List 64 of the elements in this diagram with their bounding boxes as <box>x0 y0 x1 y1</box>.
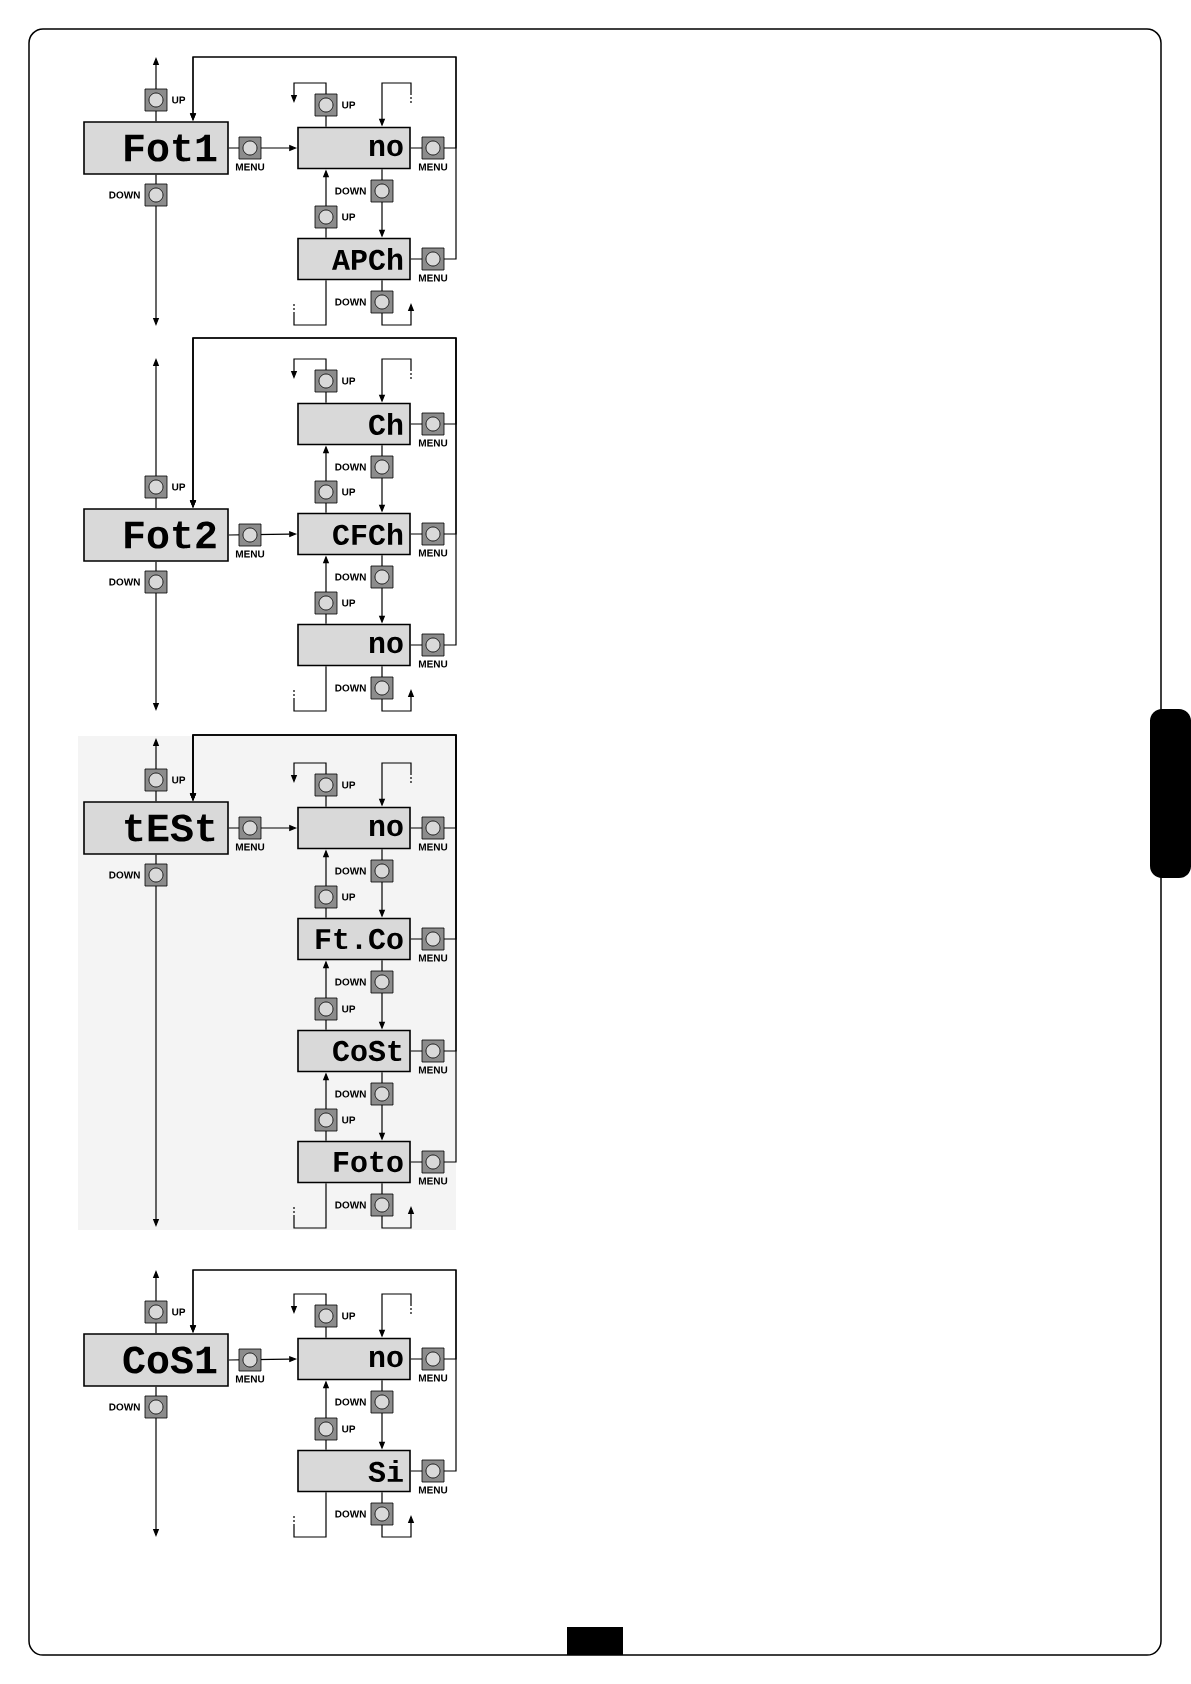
connector-line <box>293 1182 327 1229</box>
button-label: UP <box>342 213 356 221</box>
button-label: MENU <box>418 163 448 171</box>
display-panel: Ch <box>297 402 411 446</box>
button-label: DOWN <box>335 978 366 986</box>
display-panel: Fot1 <box>83 121 229 175</box>
button-label: MENU <box>235 163 265 171</box>
button-label: DOWN <box>335 1510 366 1518</box>
button-label: UP <box>172 776 186 784</box>
button-label: UP <box>172 483 186 491</box>
button-label: MENU <box>418 439 448 447</box>
button-label: UP <box>172 1308 186 1316</box>
button-label: DOWN <box>335 867 366 875</box>
display-panel: APCh <box>297 237 411 281</box>
button-label: UP <box>342 1116 356 1124</box>
button-label: DOWN <box>109 871 140 879</box>
button-label: MENU <box>418 1374 448 1382</box>
button-label: DOWN <box>335 298 366 306</box>
button-label: UP <box>342 893 356 901</box>
button-label: MENU <box>235 1375 265 1383</box>
button-label: UP <box>342 1312 356 1320</box>
button-label: MENU <box>418 954 448 962</box>
button-label: UP <box>342 377 356 385</box>
button-label: DOWN <box>109 191 140 199</box>
display-panel: Foto <box>297 1140 411 1184</box>
button-label: UP <box>342 101 356 109</box>
button-label: DOWN <box>335 1090 366 1098</box>
button-label: MENU <box>418 274 448 282</box>
button-label: MENU <box>418 549 448 557</box>
display-panel: no <box>297 1337 411 1381</box>
button-label: UP <box>342 599 356 607</box>
connector-line <box>293 665 327 712</box>
button-label: UP <box>342 1425 356 1433</box>
display-panel: tESt <box>83 801 229 855</box>
connector-line <box>293 279 327 326</box>
button-label: MENU <box>418 660 448 668</box>
button-label: UP <box>342 781 356 789</box>
button-label: DOWN <box>335 463 366 471</box>
button-label: MENU <box>418 843 448 851</box>
button-label: DOWN <box>335 684 366 692</box>
display-panel: no <box>297 623 411 667</box>
display-panel: CoS1 <box>83 1333 229 1387</box>
button-label: MENU <box>418 1177 448 1185</box>
display-panel: Ft.Co <box>297 917 411 961</box>
display-panel: CFCh <box>297 512 411 556</box>
button-label: DOWN <box>109 1403 140 1411</box>
button-label: UP <box>172 96 186 104</box>
button-label: DOWN <box>335 573 366 581</box>
connector-line <box>293 1491 327 1538</box>
button-label: MENU <box>235 550 265 558</box>
button-label: UP <box>342 488 356 496</box>
display-panel: CoSt <box>297 1029 411 1073</box>
display-panel: Si <box>297 1449 411 1493</box>
display-panel: no <box>297 126 411 170</box>
button-label: DOWN <box>335 1398 366 1406</box>
button-label: UP <box>342 1005 356 1013</box>
button-label: DOWN <box>335 187 366 195</box>
button-label: DOWN <box>109 578 140 586</box>
button-label: MENU <box>418 1066 448 1074</box>
display-panel: no <box>297 806 411 850</box>
button-label: MENU <box>418 1486 448 1494</box>
button-label: MENU <box>235 843 265 851</box>
display-panel: Fot2 <box>83 508 229 562</box>
button-label: DOWN <box>335 1201 366 1209</box>
